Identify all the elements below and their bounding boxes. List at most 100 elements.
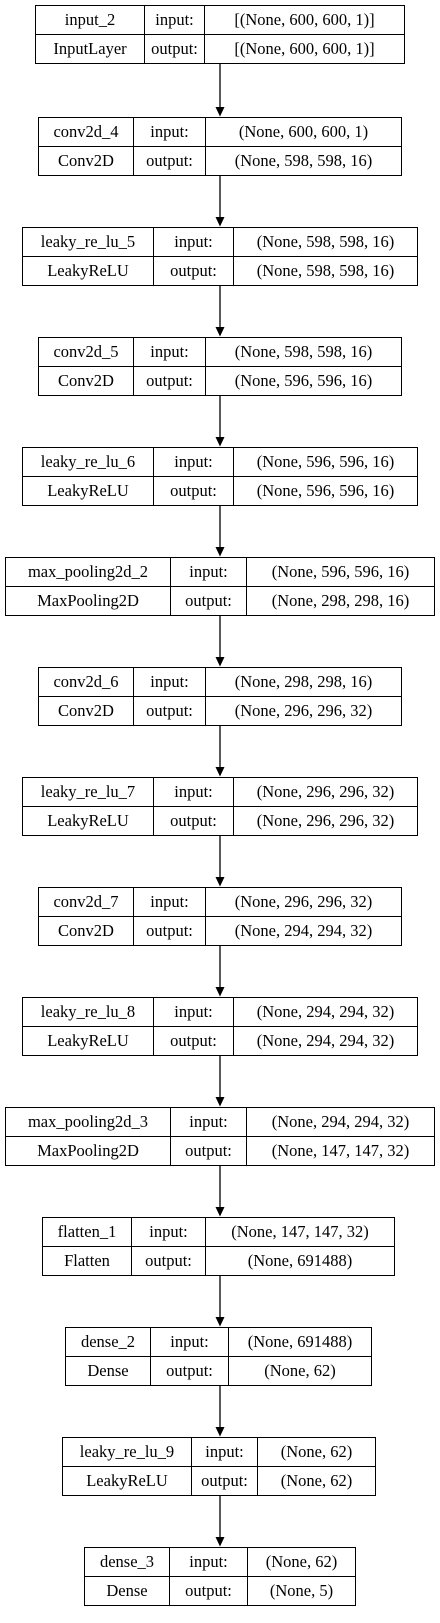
output-label: output: [145,34,204,63]
io-labels: input: output: [133,118,205,175]
io-labels: input:output: [170,558,246,615]
output-shape: (None, 598, 598, 16) [206,146,401,175]
arrowhead-icon [215,1097,225,1107]
output-label: output: [134,916,205,945]
input-shape: (None, 598, 598, 16) [256,231,395,251]
output-shape: (None, 598, 598, 16) [234,256,417,285]
output-shape: (None, 5) [248,1576,355,1605]
io-shapes: (None, 147, 147, 32)(None, 691488) [205,1218,394,1275]
arrowhead-icon [215,1207,225,1217]
io-shapes: (None, 598, 598, 16) (None, 596, 596, 16) [205,338,401,395]
layer-type: Conv2D [39,916,133,945]
input-label: input: [149,1221,188,1241]
input-shape: (None, 294, 294, 32) [256,1001,395,1021]
arrowhead-icon [215,547,225,557]
output-label: output: [134,366,205,395]
input-shape: (None, 598, 598, 16) [234,341,373,361]
output-label: output: [171,1136,246,1165]
layer-name: input_2 [64,9,116,29]
io-labels: input:output: [153,778,233,835]
arrowhead-icon [215,1537,225,1547]
layer-type: LeakyReLU [23,256,153,285]
input-shape: (None, 147, 147, 32) [231,1221,369,1241]
input-label: input: [150,891,189,911]
output-shape: [(None, 600, 600, 1)] [205,34,404,63]
io-shapes: (None, 600, 600, 1) (None, 598, 598, 16) [205,118,401,175]
layer-name: leaky_re_lu_5 [40,231,136,251]
input-label: input: [155,9,194,29]
layer-name: conv2d_7 [53,891,119,911]
io-shapes: (None, 294, 294, 32) (None, 147, 147, 32) [246,1108,434,1165]
layer-name: dense_3 [99,1551,155,1571]
output-label: output: [132,1246,205,1275]
output-label: output: [154,476,233,505]
io-shapes: (None, 596, 596, 16) (None, 596, 596, 16) [233,448,417,505]
io-shapes: (None, 596, 596, 16) (None, 298, 298, 16) [246,558,434,615]
arrowhead-icon [215,107,225,117]
output-shape: (None, 298, 298, 16) [247,586,434,615]
input-label: input: [174,231,213,251]
input-shape: (None, 296, 296, 32) [234,891,373,911]
layer-type: InputLayer [36,34,144,63]
output-label: output: [154,806,233,835]
output-label: output: [154,1026,233,1055]
output-shape: (None, 596, 596, 16) [206,366,401,395]
layer-type: LeakyReLU [23,806,153,835]
io-labels: input:output: [153,448,233,505]
input-label: input: [170,1331,209,1351]
io-labels: input: output: [153,998,233,1055]
input-label: input: [205,1441,244,1461]
layer-name: conv2d_4 [53,121,119,141]
output-shape: (None, 147, 147, 32) [247,1136,434,1165]
output-shape: (None, 296, 296, 32) [234,806,417,835]
layer-type: MaxPooling2D [6,1136,170,1165]
layer-name: leaky_re_lu_8 [40,1001,136,1021]
layer-name: leaky_re_lu_6 [40,451,136,471]
arrowhead-icon [215,767,225,777]
output-label: output: [170,1576,247,1605]
input-label: input: [189,1111,228,1131]
io-labels: input: output: [170,1108,246,1165]
layer-name: max_pooling2d_3 [27,1111,149,1131]
input-shape: (None, 600, 600, 1) [238,121,369,141]
arrowhead-icon [215,437,225,447]
input-shape: (None, 596, 596, 16) [271,561,410,581]
layer-type: Conv2D [39,366,133,395]
output-label: output: [134,146,205,175]
output-shape: (None, 294, 294, 32) [206,916,401,945]
arrowhead-icon [215,657,225,667]
io-shapes: (None, 296, 296, 32) (None, 294, 294, 32) [205,888,401,945]
input-shape: (None, 294, 294, 32) [271,1111,410,1131]
input-label: input: [150,121,189,141]
io-shapes: (None, 598, 598, 16) (None, 598, 598, 16) [233,228,417,285]
output-label: output: [151,1356,228,1385]
layer-type: Dense [66,1356,150,1385]
input-shape: (None, 296, 296, 32) [256,781,395,801]
io-shapes: (None, 62)(None, 62) [257,1438,375,1495]
input-label: input: [174,1001,213,1021]
input-label: input: [150,341,189,361]
layer-name: dense_2 [80,1331,136,1351]
output-shape: (None, 62) [229,1356,371,1385]
layer-name: max_pooling2d_2 [27,561,149,581]
io-shapes: (None, 294, 294, 32)(None, 294, 294, 32) [233,998,417,1055]
output-shape: (None, 596, 596, 16) [234,476,417,505]
input-shape: (None, 596, 596, 16) [256,451,395,471]
